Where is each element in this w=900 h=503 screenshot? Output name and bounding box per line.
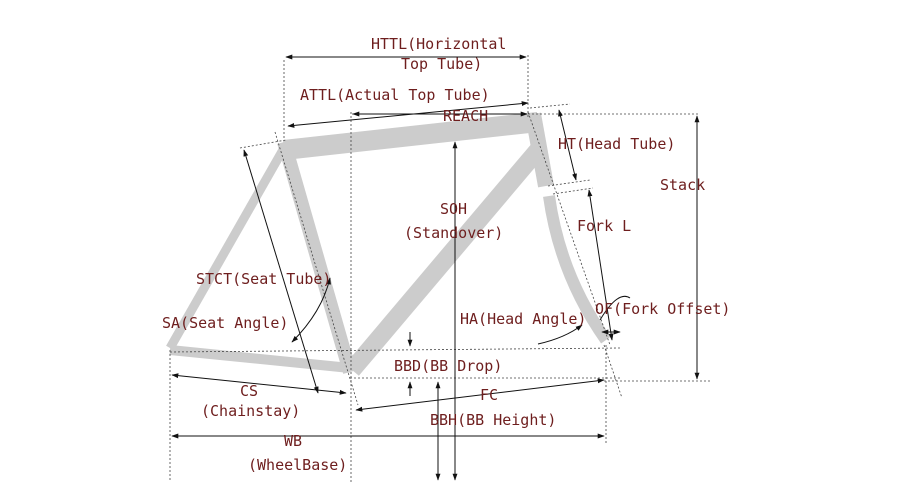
label-cs-line2: (Chainstay) <box>201 402 300 420</box>
bike-frame <box>166 112 611 376</box>
label-bbh: BBH(BB Height) <box>430 411 556 429</box>
label-of: OF(Fork Offset) <box>595 300 730 318</box>
label-soh-line1: SOH <box>440 200 467 218</box>
label-wb-line2: (WheelBase) <box>248 456 347 474</box>
down-tube <box>345 144 545 376</box>
top-tube <box>282 112 540 160</box>
label-bbd: BBD(BB Drop) <box>394 357 502 375</box>
label-fork-l: Fork L <box>577 217 631 235</box>
cs-dimension <box>171 373 347 395</box>
label-httl-line2: Top Tube) <box>401 55 482 73</box>
stct-dimension <box>243 149 319 394</box>
of-arc <box>599 295 631 321</box>
label-sa: SA(Seat Angle) <box>162 314 288 332</box>
label-ht: HT(Head Tube) <box>558 135 675 153</box>
seat-tube <box>277 140 357 374</box>
ht-dimension <box>558 109 577 181</box>
fork-length-dimension <box>587 189 614 341</box>
dimension-labels: HTTL(Horizontal Top Tube) ATTL(Actual To… <box>162 35 730 474</box>
ha-arc <box>537 324 583 345</box>
chainstay-tube <box>169 345 351 373</box>
head-tube <box>525 112 554 188</box>
label-soh-line2: (Standover) <box>404 224 503 242</box>
label-fc: FC <box>480 386 498 404</box>
label-httl-line1: HTTL(Horizontal <box>371 35 506 53</box>
label-wb-line1: WB <box>284 432 302 450</box>
label-reach: REACH <box>443 107 488 125</box>
sa-arc <box>291 277 331 343</box>
label-stct: STCT(Seat Tube) <box>196 270 331 288</box>
label-stack: Stack <box>660 176 705 194</box>
label-attl: ATTL(Actual Top Tube) <box>300 86 490 104</box>
dimension-lines <box>171 54 700 481</box>
label-cs-line1: CS <box>240 382 258 400</box>
fc-dimension <box>355 378 605 412</box>
label-ha: HA(Head Angle) <box>460 310 586 328</box>
